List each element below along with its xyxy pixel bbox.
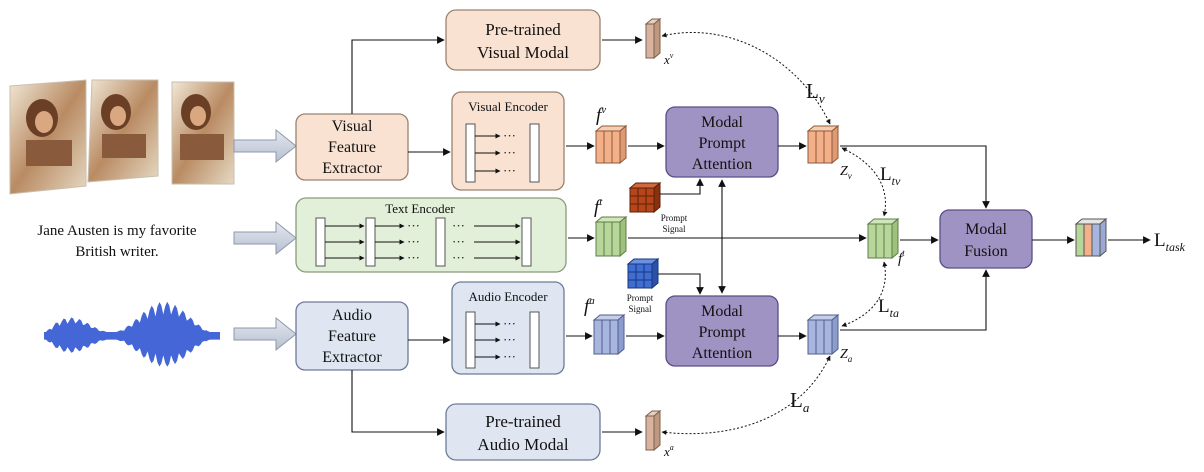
visual-extractor-line3: Extractor <box>322 160 382 177</box>
label-ltv: Ltv <box>880 164 901 188</box>
label-ft-fusion: ft <box>898 248 905 267</box>
prompt-signal-bottom-cube <box>626 257 660 290</box>
svg-text:···: ··· <box>407 218 420 233</box>
audio-feature-extractor: Audio Feature Extractor <box>295 301 409 371</box>
fusion-line1: Modal <box>965 221 1007 238</box>
visual-input-arrow <box>233 128 297 164</box>
video-frame-1 <box>9 79 87 195</box>
label-lta: Lta <box>878 296 899 320</box>
pretrained-visual-line1: Pre-trained <box>485 20 561 39</box>
loss-curves <box>661 32 888 436</box>
audio-encoder-title: Audio Encoder <box>468 289 548 304</box>
label-xv: xv <box>663 51 674 67</box>
svg-text:···: ··· <box>407 234 420 249</box>
attention-bottom-line3: Attention <box>692 345 752 362</box>
svg-text:···: ··· <box>452 250 465 265</box>
modal-prompt-attention-bottom: Modal Prompt Attention <box>665 295 779 367</box>
attention-top-line1: Modal <box>701 114 743 131</box>
x-audio-block <box>644 409 662 452</box>
fused-output-block <box>1074 217 1108 258</box>
label-ltask: Ltask <box>1154 230 1186 254</box>
modal-fusion: Modal Fusion <box>939 209 1033 269</box>
fusion-line2: Fusion <box>964 243 1008 260</box>
label-fv: fv <box>596 104 606 126</box>
svg-text:···: ··· <box>503 163 516 178</box>
ft-fusion-input-block <box>866 217 900 260</box>
audio-encoder: Audio Encoder ··· ··· ··· <box>451 281 565 375</box>
loss-labels: Lv Ltv Lta La Ltask <box>790 79 1186 415</box>
svg-text:···: ··· <box>503 332 516 347</box>
z-audio-block <box>806 313 840 356</box>
pretrained-audio-line2: Audio Modal <box>477 435 568 454</box>
svg-text:···: ··· <box>407 250 420 265</box>
label-la: La <box>790 388 810 415</box>
svg-text:···: ··· <box>503 128 516 143</box>
prompt-signal-bottom-line2: Signal <box>628 304 652 314</box>
label-za: Za <box>840 347 853 364</box>
svg-text:···: ··· <box>503 145 516 160</box>
audio-extractor-line3: Extractor <box>322 349 382 366</box>
visual-encoder: Visual Encoder ··· ··· ··· <box>451 91 565 191</box>
pretrained-audio-modal: Pre-trained Audio Modal <box>445 403 601 461</box>
pretrained-visual-line2: Visual Modal <box>477 43 569 62</box>
svg-text:···: ··· <box>503 349 516 364</box>
audio-feature-block <box>592 313 626 356</box>
audio-waveform-image <box>44 301 220 367</box>
feature-labels: fv ft fa ft Zv Za xv xa <box>584 51 905 459</box>
svg-text:···: ··· <box>452 234 465 249</box>
audio-extractor-line2: Feature <box>328 328 376 345</box>
video-frame-3 <box>171 81 235 185</box>
visual-extractor-line1: Visual <box>332 118 373 135</box>
x-visual-block <box>644 17 662 60</box>
z-visual-block <box>806 124 840 165</box>
audio-extractor-line1: Audio <box>332 307 372 324</box>
label-ft: ft <box>594 196 603 218</box>
text-encoder-title: Text Encoder <box>385 201 455 216</box>
label-xa: xa <box>663 443 674 459</box>
prompt-signal-top-cube <box>628 181 662 214</box>
text-encoder: Text Encoder ··· ··· ··· ··· ··· ··· <box>295 197 567 273</box>
attention-bottom-line2: Prompt <box>698 324 746 341</box>
visual-encoder-title: Visual Encoder <box>468 99 548 114</box>
label-zv: Zv <box>840 164 852 181</box>
text-feature-block <box>594 215 628 258</box>
attention-top-line3: Attention <box>692 156 752 173</box>
video-frames-image <box>9 79 235 195</box>
label-fa: fa <box>584 295 595 317</box>
audio-input-arrow <box>233 316 297 352</box>
prompt-signal-top-line2: Signal <box>662 224 686 234</box>
svg-text:···: ··· <box>503 316 516 331</box>
connectors <box>351 36 1151 436</box>
prompt-signal-top-line1: Prompt <box>661 213 688 223</box>
text-input-arrow <box>233 220 297 256</box>
text-input-line2: British writer. <box>75 244 158 260</box>
pretrained-visual-modal: Pre-trained Visual Modal <box>445 9 601 71</box>
attention-bottom-line1: Modal <box>701 303 743 320</box>
pretrained-audio-line1: Pre-trained <box>485 412 561 431</box>
visual-feature-extractor: Visual Feature Extractor <box>295 113 409 181</box>
text-input-line1: Jane Austen is my favorite <box>37 223 196 239</box>
label-lv: Lv <box>806 79 825 106</box>
visual-feature-block <box>594 124 628 165</box>
visual-extractor-line2: Feature <box>328 139 376 156</box>
attention-top-line2: Prompt <box>698 135 746 152</box>
modal-prompt-attention-top: Modal Prompt Attention <box>665 106 779 178</box>
svg-text:···: ··· <box>452 218 465 233</box>
prompt-signal-bottom-line1: Prompt <box>627 293 654 303</box>
video-frame-2 <box>87 79 159 183</box>
